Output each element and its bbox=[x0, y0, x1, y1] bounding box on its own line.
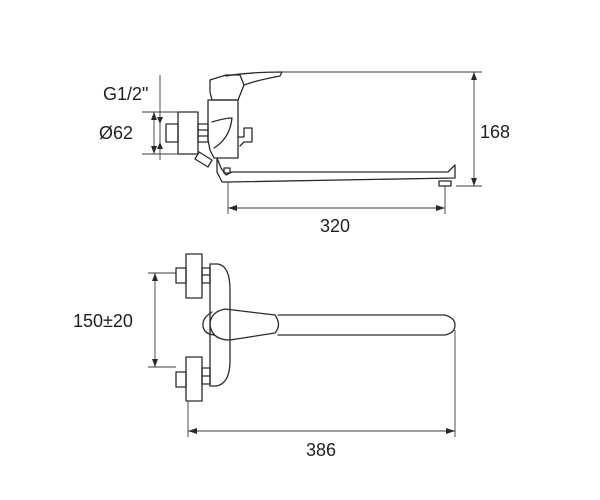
spacing-label: 150±20 bbox=[73, 311, 133, 331]
height-label: 168 bbox=[480, 122, 510, 142]
side-knob bbox=[237, 127, 253, 147]
body-shield bbox=[211, 117, 233, 149]
mixer-body bbox=[207, 99, 239, 159]
diameter-label: Ø62 bbox=[99, 123, 133, 143]
lever-base bbox=[209, 74, 245, 101]
lower-inlet bbox=[175, 371, 187, 388]
spout-top bbox=[277, 314, 456, 336]
lower-flange bbox=[185, 356, 203, 402]
spout bbox=[216, 157, 456, 183]
wall-flange bbox=[177, 111, 199, 155]
length-label: 386 bbox=[306, 440, 336, 460]
lever-handle-top bbox=[209, 308, 280, 341]
aerator bbox=[438, 180, 452, 187]
thread-label: G1/2" bbox=[103, 84, 148, 104]
upper-inlet bbox=[175, 267, 187, 284]
lever-nub bbox=[202, 311, 215, 336]
diverter-stub bbox=[194, 151, 213, 168]
lever-handle bbox=[225, 71, 283, 86]
connection-nut bbox=[197, 123, 209, 143]
reach-label: 320 bbox=[320, 216, 350, 236]
body-plate bbox=[209, 263, 231, 387]
side-view: G1/2" Ø62 168 320 bbox=[99, 71, 510, 236]
upper-flange bbox=[185, 253, 203, 299]
spout-base-nut bbox=[223, 167, 231, 174]
inlet-connector bbox=[165, 123, 179, 143]
top-view: 150±20 386 bbox=[73, 253, 456, 460]
